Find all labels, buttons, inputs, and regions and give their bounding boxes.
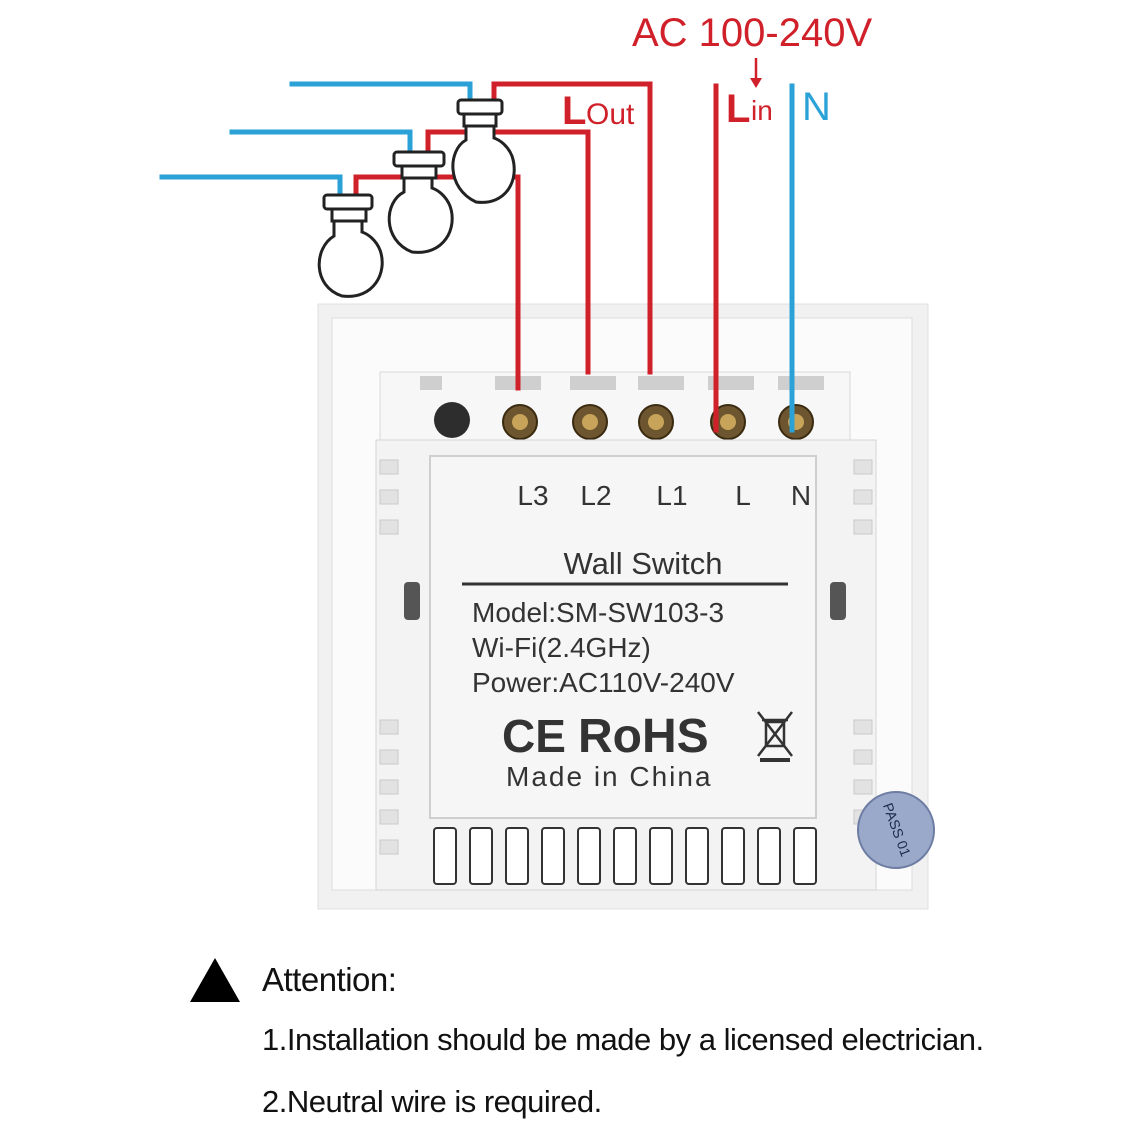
label-wifi: Wi-Fi(2.4GHz) (472, 632, 651, 663)
l-in-sub: in (751, 95, 773, 126)
wiring-svg: PASS 01 L3 L2 L1 L N Wall Switch Model:S… (159, 11, 935, 910)
arrow-head-icon (750, 78, 762, 88)
terminal-label-l: L (735, 480, 751, 511)
terminal-label-l1: L1 (656, 480, 687, 511)
live-wire-l1 (491, 81, 653, 375)
label-model: Model:SM-SW103-3 (472, 597, 724, 628)
light-bulb-icon (451, 98, 516, 204)
switch-body: PASS 01 (317, 303, 935, 910)
wires (159, 81, 795, 433)
n-label: N (802, 85, 831, 129)
terminal-label-l2: L2 (580, 480, 611, 511)
neutral-wire-bulb1 (289, 81, 473, 103)
neutral-wire-bulb3 (159, 174, 343, 198)
light-bulb-icon (317, 193, 384, 298)
crossed-bin-icon (757, 711, 793, 762)
label-title: Wall Switch (563, 546, 722, 581)
ac-voltage-label: AC 100-240V (632, 11, 872, 55)
label-plate (429, 455, 817, 819)
bottom-vents (433, 827, 817, 885)
attention-title: Attention: (262, 961, 397, 998)
warning-triangle-icon (190, 958, 240, 1002)
mounting-hole (434, 402, 470, 438)
terminal-label-n: N (791, 480, 811, 511)
terminal-label-l3: L3 (517, 480, 548, 511)
label-origin: Made in China (506, 761, 713, 792)
attention-section: Attention: 1.Installation should be made… (190, 950, 1090, 1120)
label-power: Power:AC110V-240V (472, 667, 735, 698)
attention-note-1: 1.Installation should be made by a licen… (262, 1022, 984, 1057)
neutral-wire-bulb2 (229, 129, 413, 155)
pass-sticker (857, 791, 935, 869)
l-out-letter: L (562, 89, 586, 133)
l-in-letter: L (726, 87, 750, 131)
light-bulb-icon (387, 150, 454, 254)
rohs-mark: RoHS (578, 710, 709, 763)
ce-mark: CE (502, 710, 566, 762)
attention-header: Attention: (190, 950, 1090, 1010)
attention-note-2: 2.Neutral wire is required. (262, 1084, 602, 1119)
l-out-sub: Out (586, 98, 635, 131)
live-wire-l2 (425, 129, 591, 375)
